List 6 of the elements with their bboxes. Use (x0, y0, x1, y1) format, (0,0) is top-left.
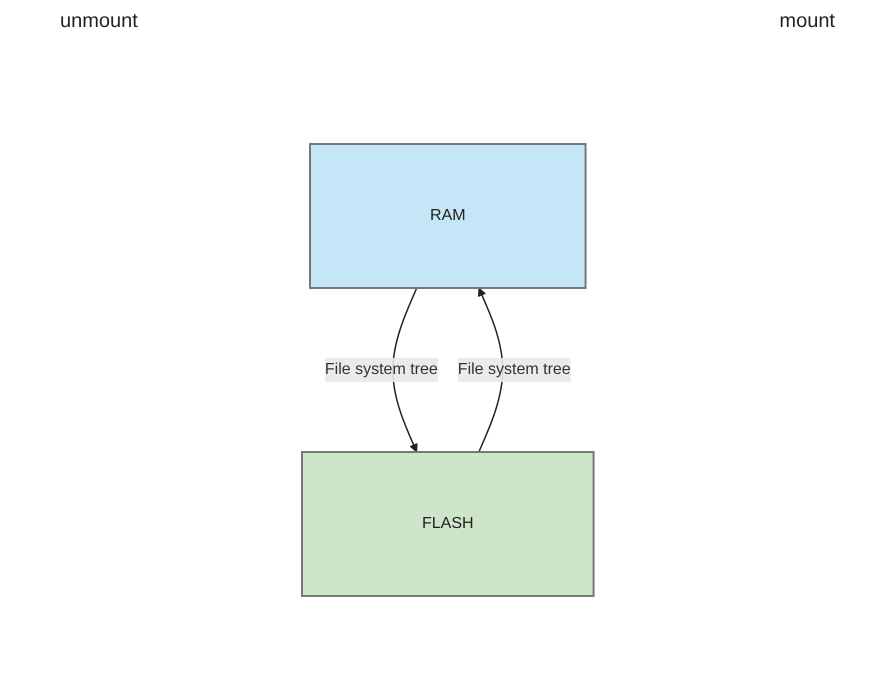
node-box: FLASH (300, 451, 594, 597)
node-box: RAM (308, 143, 586, 289)
annotation-text: mount (779, 10, 835, 34)
annotation-text: unmount (60, 10, 138, 34)
edge-label: File system tree (457, 361, 570, 378)
edge-label: File system tree (324, 361, 438, 378)
